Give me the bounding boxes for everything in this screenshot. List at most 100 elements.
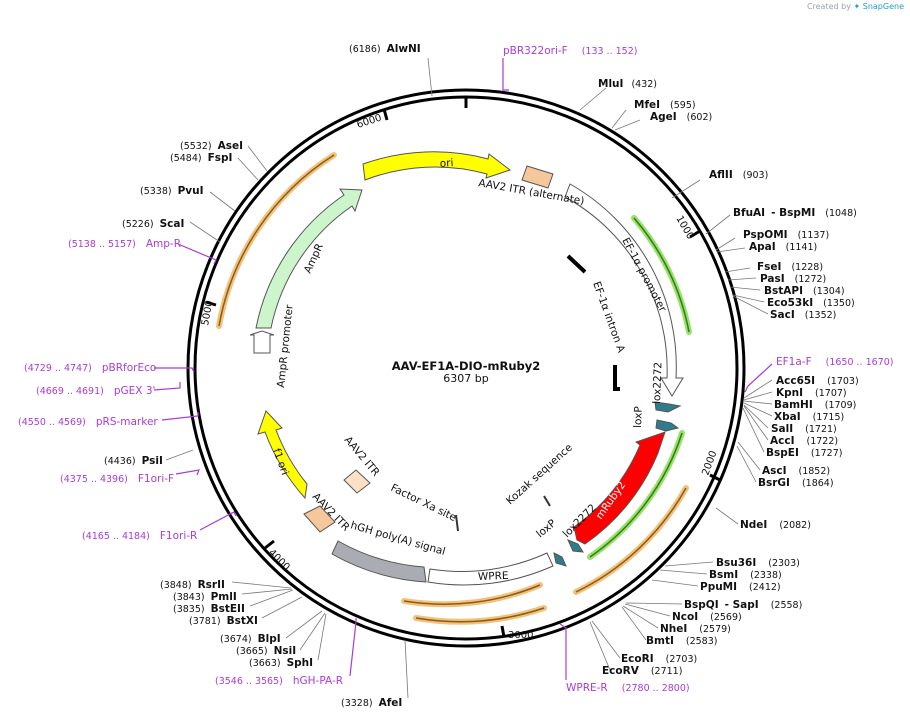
primer-prs-marker[interactable]: (4550 .. 4569)pRS-marker	[18, 416, 158, 428]
leader-ncoi	[624, 603, 671, 617]
leader-aflii	[671, 179, 701, 199]
site-pspomi[interactable]: PspOMI(1137)	[743, 229, 829, 241]
primer-ef1a-f[interactable]: EF1a-F(1650 .. 1670)	[776, 356, 893, 368]
site-acc65i[interactable]: Acc65I(1703)	[776, 375, 859, 387]
primer-mark-prs-marker	[161, 412, 199, 421]
site-bmti[interactable]: BmtI(2583)	[646, 635, 717, 647]
site-bamhi[interactable]: BamHI(1709)	[774, 399, 856, 411]
primer-hgh-pa-r[interactable]: (3546 .. 3565)hGH-PA-R	[215, 675, 343, 687]
feature-aav2-itr-alt[interactable]	[521, 165, 554, 189]
primer-wpre-r[interactable]: WPRE-R(2780 .. 2800)	[566, 682, 690, 694]
leader-kpni	[743, 391, 773, 401]
orf-arcs	[216, 152, 692, 625]
site-bsteii[interactable]: (3835)BstEII	[173, 603, 245, 615]
leader-bfuai	[705, 214, 731, 235]
leader-apai	[716, 247, 746, 253]
site-asci[interactable]: AscI(1852)	[762, 465, 830, 477]
site-afei[interactable]: (3328)AfeI	[341, 697, 402, 709]
site-bstxi[interactable]: (3781)BstXI	[189, 615, 258, 627]
site-aflii[interactable]: AflII(903)	[709, 169, 768, 181]
site-bspqi[interactable]: BspQI- SapI(2558)	[684, 599, 802, 611]
site-bfuai[interactable]: BfuAI- BspMI(1048)	[733, 207, 857, 219]
label-hgh-polya: hGH poly(A) signal	[349, 519, 447, 558]
feature-hgh-polya[interactable]	[331, 540, 427, 583]
site-ecori[interactable]: EcoRI(2703)	[621, 653, 697, 665]
site-acci[interactable]: AccI(1722)	[770, 435, 838, 447]
tick-4000	[264, 539, 275, 550]
site-eco53ki[interactable]: Eco53kI(1350)	[767, 297, 855, 309]
primer-f1ori-r[interactable]: (4165 .. 4184)F1ori-R	[82, 530, 197, 542]
primer-f1ori-f[interactable]: (4375 .. 4396)F1ori-F	[60, 473, 174, 485]
site-ndei[interactable]: NdeI(2082)	[740, 519, 811, 531]
primer-marks	[153, 58, 773, 680]
feature-f1-ori[interactable]	[257, 410, 308, 500]
site-ncoi[interactable]: NcoI(2569)	[672, 611, 742, 623]
site-pmli[interactable]: (3843)PmlI	[173, 591, 237, 603]
feature-ori[interactable]	[362, 151, 512, 181]
site-scai[interactable]: (5226)ScaI	[122, 218, 184, 230]
leader-alwni	[427, 57, 433, 97]
leader-pasi	[727, 277, 757, 281]
label-factor-xa: Factor Xa site	[389, 482, 458, 524]
site-sphi[interactable]: (3663)SphI	[249, 657, 313, 669]
site-kpni[interactable]: KpnI(1707)	[776, 387, 847, 399]
site-bsrgi[interactable]: BsrGI(1864)	[758, 477, 834, 489]
primer-pgex3[interactable]: (4669 .. 4691)pGEX 3'	[36, 385, 155, 397]
feature-loxp-bottom[interactable]	[553, 552, 567, 567]
tick-6000	[382, 108, 389, 121]
site-mlui[interactable]: MluI(432)	[598, 78, 657, 90]
feature-ampr[interactable]	[255, 188, 363, 329]
site-ecorv[interactable]: EcoRV(2711)	[602, 665, 682, 677]
feature-ampr-promoter[interactable]	[249, 330, 275, 354]
site-asei[interactable]: (5532)AseI	[180, 140, 243, 152]
feature-aav2-itr[interactable]	[303, 505, 336, 533]
feature-wpre[interactable]	[427, 552, 554, 586]
site-pvui[interactable]: (5338)PvuI	[140, 185, 204, 197]
site-bsu36i[interactable]: Bsu36I(2303)	[716, 557, 800, 569]
site-agei[interactable]: AgeI(602)	[650, 111, 712, 123]
orf-arc-bottom-2	[413, 605, 547, 625]
leader-sali	[743, 404, 769, 429]
leader-pmli	[241, 588, 293, 595]
leader-nsii	[299, 612, 326, 651]
site-alwni[interactable]: (6186)AlwNI	[349, 43, 421, 55]
feature-lox2272-bottom[interactable]	[567, 539, 584, 553]
site-fspi[interactable]: (5484)FspI	[170, 152, 232, 164]
primer-pbrforeco[interactable]: (4729 .. 4747)pBRforEco	[24, 362, 156, 374]
site-rsrii[interactable]: (3848)RsrII	[160, 579, 225, 591]
primer-amp-r[interactable]: (5138 .. 5157)Amp-R	[68, 238, 181, 250]
site-sali[interactable]: SalI(1721)	[771, 423, 837, 435]
site-saci[interactable]: SacI(1352)	[770, 309, 836, 321]
site-bstapi[interactable]: BstAPI(1304)	[764, 285, 845, 297]
leader-agei	[614, 119, 641, 131]
primer-mark-wpre-r	[559, 623, 567, 680]
site-bspei[interactable]: BspEI(1727)	[766, 447, 842, 459]
label-loxp-top: loxP	[632, 406, 645, 428]
site-nhei[interactable]: NheI(2579)	[660, 623, 731, 635]
site-apai[interactable]: ApaI(1141)	[749, 241, 817, 253]
site-blpi[interactable]: (3674)BlpI	[220, 633, 281, 645]
feature-lox2272-top[interactable]	[654, 401, 682, 413]
feature-aav2-itr-2[interactable]	[343, 469, 371, 494]
site-fsei[interactable]: FseI(1228)	[757, 261, 823, 273]
site-ppumi[interactable]: PpuMI(2412)	[700, 581, 781, 593]
tick-label-6000: 6000	[356, 113, 384, 131]
feature-ef1a-promoter[interactable]	[564, 183, 684, 397]
site-xbai[interactable]: XbaI(1715)	[774, 411, 844, 423]
ruler-ticks	[205, 97, 721, 638]
feature-loxp-top[interactable]	[655, 419, 680, 432]
site-psii[interactable]: (4436)PsiI	[104, 455, 163, 467]
site-bsmi[interactable]: BsmI(2338)	[709, 569, 782, 581]
feature-mruby2[interactable]	[573, 431, 666, 545]
site-nsii[interactable]: (3665)NsiI	[236, 645, 296, 657]
leader-bmti	[621, 606, 647, 641]
label-ampr-promoter: AmpR promoter	[275, 303, 296, 388]
label-f1-ori: f1 ori	[270, 447, 291, 477]
site-mfei[interactable]: MfeI(595)	[634, 99, 696, 111]
primer-pbr322ori-f[interactable]: pBR322ori-F(133 .. 152)	[503, 45, 637, 57]
orf-arc-lower-right-core	[575, 487, 687, 593]
leader-rsrii	[231, 581, 292, 589]
leader-saci	[732, 295, 769, 315]
label-ef1a-promoter: EF-1α promoter	[619, 236, 668, 315]
site-pasi[interactable]: PasI(1272)	[760, 273, 826, 285]
